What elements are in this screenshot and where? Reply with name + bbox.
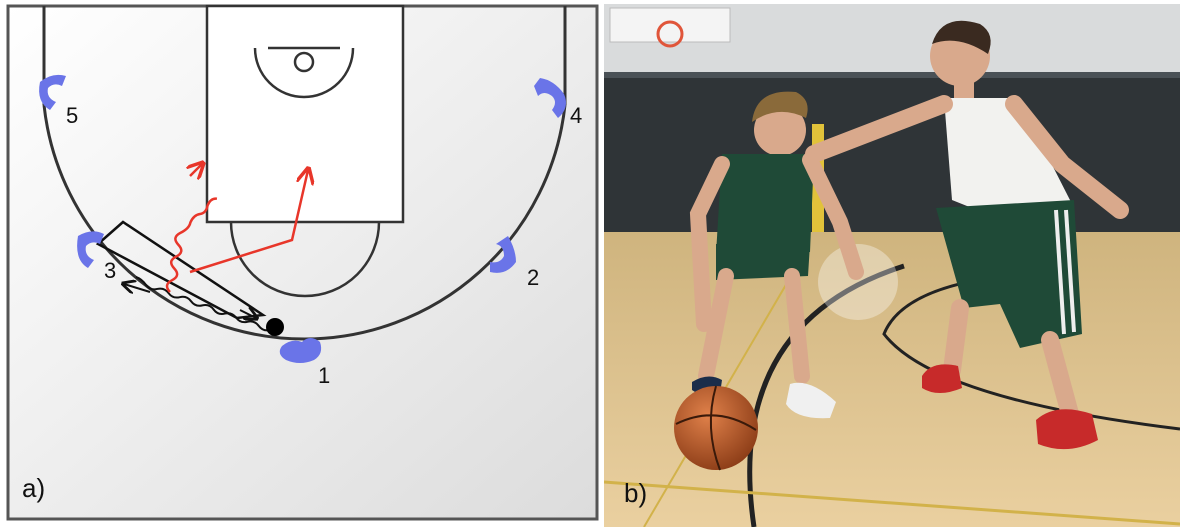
backboard-photo [609,7,731,43]
dribble-arrow-left [124,284,151,292]
dribble-arrow-right [239,310,256,318]
player-3: 3 [77,231,116,283]
wall-stripe [604,72,1180,78]
floor-yellow-line [604,480,1180,526]
panel-a-label: a) [22,473,45,503]
rim-photo [656,20,684,48]
rim [293,51,315,73]
panel-b-label: b) [624,478,647,508]
player-2: 2 [490,236,539,290]
cut-arrow-wavy-head [190,164,202,176]
free-throw-circle [229,221,381,298]
dribble-line [135,276,271,332]
defender [805,20,1129,450]
dribbling-photo: b) [604,4,1180,527]
cut-arrow-straight [189,170,308,274]
three-point-arc [42,104,567,341]
basketball-seams [675,385,757,471]
floor-arc [747,263,905,527]
screen-lane [95,220,267,320]
padded-wall [604,72,1180,232]
player-4: 4 [534,78,582,128]
highlight-circle [818,244,898,320]
player-2-number: 2 [527,265,539,290]
restricted-arc [253,47,355,99]
player-5-number: 5 [66,103,78,128]
player-1: 1 [279,338,330,388]
player-3-number: 3 [104,258,116,283]
basketball [674,386,758,470]
player-1-number: 1 [318,363,330,388]
cut-arrow-wavy [165,197,218,293]
player-4-number: 4 [570,103,582,128]
dribbler [689,91,864,419]
ball-marker [266,318,284,336]
paint [205,4,405,224]
player-5: 5 [39,74,78,128]
play-diagram: 5 4 3 2 1 a) [6,4,599,521]
